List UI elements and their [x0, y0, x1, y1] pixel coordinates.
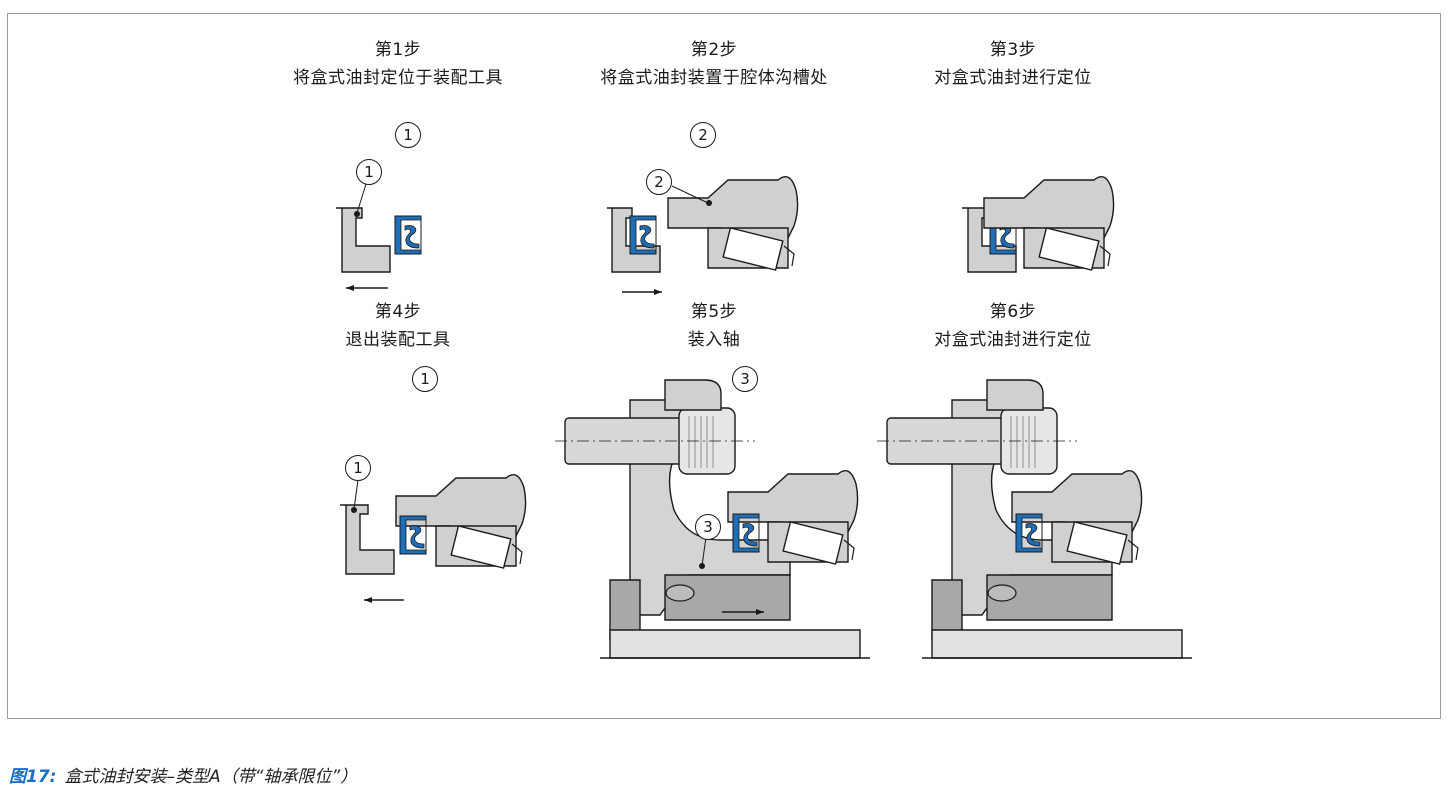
step-3-title: 第3步 对盒式油封进行定位 — [863, 36, 1163, 92]
step-1-drawing — [336, 183, 422, 291]
step-5-marker: 3 — [732, 366, 758, 392]
step-2-label: 第2步 — [690, 40, 738, 60]
step-6-drawing — [876, 379, 1193, 659]
step-2-description: 将盒式油封装置于腔体沟槽处 — [600, 68, 828, 88]
step-1-label: 第1步 — [374, 40, 422, 60]
step-5-callout: 3 — [695, 514, 721, 540]
step-1-description: 将盒式油封定位于装配工具 — [293, 68, 503, 88]
step-1-title: 第1步 将盒式油封定位于装配工具 — [248, 36, 548, 92]
step-3-label: 第3步 — [989, 40, 1037, 60]
step-4-title: 第4步 退出装配工具 — [248, 298, 548, 354]
step-6-title: 第6步 对盒式油封进行定位 — [863, 298, 1163, 354]
step-1-callout: 1 — [356, 159, 382, 185]
figure-number: 图17: — [9, 767, 57, 787]
step-6-label: 第6步 — [989, 302, 1037, 322]
step-4-marker: 1 — [412, 366, 438, 392]
step-5-description: 装入轴 — [687, 330, 741, 350]
step-6-description: 对盒式油封进行定位 — [934, 330, 1092, 350]
step-5-title: 第5步 装入轴 — [564, 298, 864, 354]
step-4-drawing — [340, 473, 527, 603]
step-4-description: 退出装配工具 — [345, 330, 451, 350]
step-3-description: 对盒式油封进行定位 — [934, 68, 1092, 88]
step-2-drawing — [607, 175, 799, 295]
figure-caption-text: 盒式油封安装–类型A（带“轴承限位”） — [64, 767, 358, 787]
step-5-label: 第5步 — [690, 302, 738, 322]
step-2-marker: 2 — [690, 122, 716, 148]
step-5-drawing — [554, 379, 871, 659]
step-3-drawing — [962, 175, 1115, 273]
step-4-callout: 1 — [345, 455, 371, 481]
step-4-label: 第4步 — [374, 302, 422, 322]
figure-caption: 图17: 盒式油封安装–类型A（带“轴承限位”） — [9, 762, 357, 787]
step-2-title: 第2步 将盒式油封装置于腔体沟槽处 — [564, 36, 864, 92]
step-1-marker: 1 — [395, 122, 421, 148]
step-2-callout: 2 — [646, 169, 672, 195]
